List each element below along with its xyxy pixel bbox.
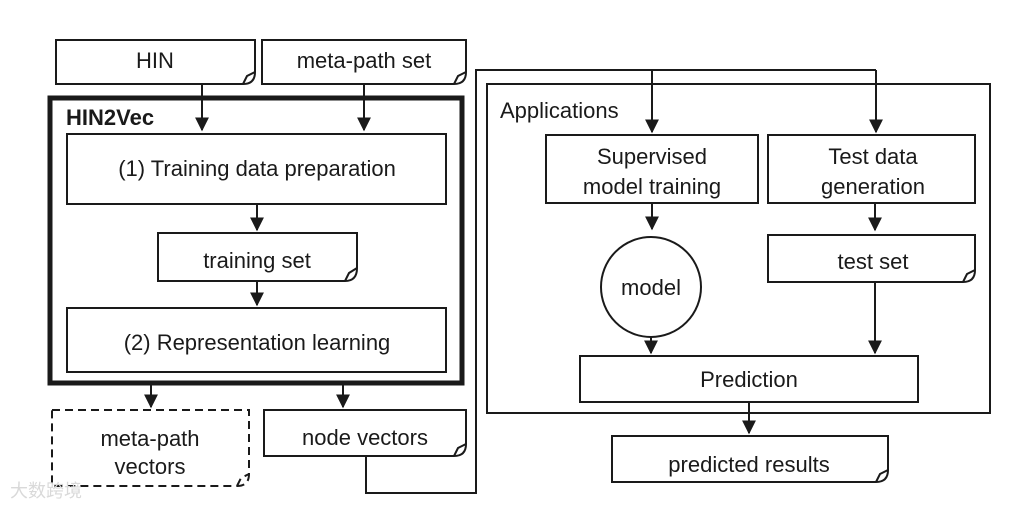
- hin-input-doc: HIN: [55, 39, 256, 85]
- supervised-model-training-box: Supervised model training: [545, 134, 759, 204]
- training-set-doc: training set: [157, 232, 358, 282]
- meta-path-set-doc: meta-path set: [261, 39, 467, 85]
- training-data-preparation-box: (1) Training data preparation: [66, 133, 447, 205]
- representation-learning-box: (2) Representation learning: [66, 307, 447, 373]
- connector-node-vectors-to-applications: [365, 69, 876, 494]
- prediction-box: Prediction: [579, 355, 919, 403]
- test-gen-label-1: Test data: [828, 144, 918, 169]
- predicted-results-doc: predicted results: [611, 435, 889, 483]
- watermark-text: 大数跨境: [10, 481, 82, 501]
- hin2vec-box: HIN2Vec: [47, 95, 465, 386]
- predicted-results-label: predicted results: [668, 452, 829, 477]
- meta-path-vectors-label-2: vectors: [115, 454, 186, 479]
- training-set-label: training set: [203, 248, 311, 273]
- test-data-generation-box: Test data generation: [767, 134, 976, 204]
- supervised-label-1: Supervised: [597, 144, 707, 169]
- test-gen-label-2: generation: [821, 174, 925, 199]
- hin2vec-title: HIN2Vec: [66, 105, 154, 130]
- hin-label: HIN: [136, 48, 174, 73]
- node-vectors-doc: node vectors: [263, 409, 467, 457]
- applications-box: Applications: [486, 83, 991, 414]
- applications-title: Applications: [500, 98, 619, 123]
- node-vectors-label: node vectors: [302, 425, 428, 450]
- model-label: model: [621, 275, 681, 300]
- step2-label: (2) Representation learning: [124, 330, 391, 355]
- meta-path-vectors-label-1: meta-path: [100, 426, 199, 451]
- model-node: model: [600, 236, 702, 338]
- meta-path-set-label: meta-path set: [297, 48, 432, 73]
- prediction-label: Prediction: [700, 367, 798, 392]
- supervised-label-2: model training: [583, 174, 721, 199]
- meta-path-vectors-doc: meta-path vectors: [51, 409, 250, 487]
- test-set-doc: test set: [767, 234, 976, 283]
- step1-label: (1) Training data preparation: [118, 156, 396, 181]
- test-set-label: test set: [838, 249, 909, 274]
- watermark: 大数跨境: [10, 481, 82, 501]
